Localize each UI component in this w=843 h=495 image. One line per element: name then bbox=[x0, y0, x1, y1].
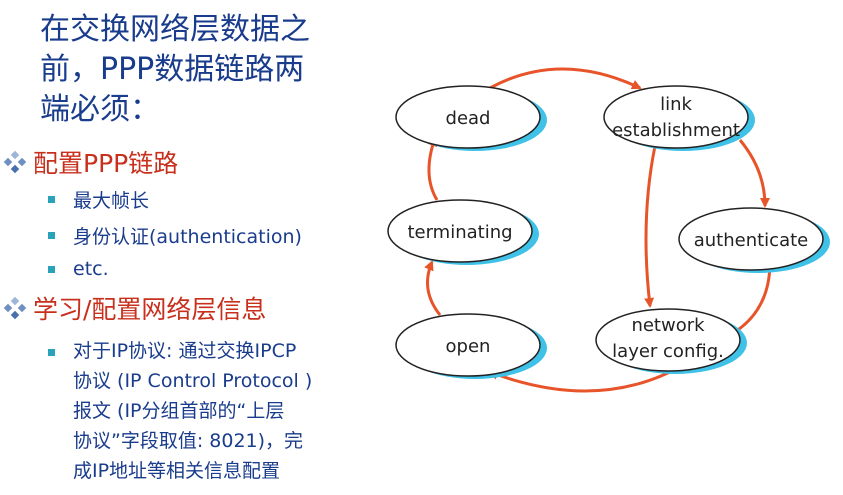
ipcp-line-5: 成IP地址等相关信息配置 bbox=[73, 460, 281, 482]
heading-line-3: 端必须： bbox=[40, 92, 160, 127]
state-ellipse bbox=[395, 85, 541, 149]
state-open: open bbox=[395, 313, 547, 379]
diamond-bullet-icon bbox=[3, 150, 27, 174]
state-open-label: open bbox=[446, 336, 491, 357]
state-terminating-label: terminating bbox=[407, 222, 512, 243]
state-ellipse bbox=[678, 207, 824, 271]
bullet-network-layer: 学习/配置网络层信息 bbox=[3, 290, 266, 326]
square-bullet-icon bbox=[48, 265, 55, 273]
state-link-label-1: link bbox=[660, 94, 692, 115]
arrow-link-to-authenticate bbox=[738, 139, 770, 208]
state-ellipse bbox=[387, 199, 533, 263]
sub-bullet-etc: etc. bbox=[48, 258, 109, 280]
sub-bullet-label: etc. bbox=[73, 258, 109, 280]
arrow-terminating-to-dead bbox=[427, 136, 439, 201]
square-bullet-icon bbox=[48, 196, 55, 203]
diamond-bullet-icon bbox=[3, 296, 27, 320]
state-terminating: terminating bbox=[387, 199, 539, 265]
ipcp-line-4: 协议”字段取值: 8021)，完 bbox=[73, 430, 304, 452]
sub-bullet-max-frame: 最大帧长 bbox=[48, 186, 149, 213]
bullet-label: 学习/配置网络层信息 bbox=[33, 295, 267, 324]
arrow-link-to-network bbox=[644, 145, 657, 308]
state-dead: dead bbox=[395, 85, 547, 151]
state-ellipse bbox=[595, 308, 741, 372]
state-link-label-2: establishment bbox=[612, 120, 740, 141]
state-ellipse bbox=[603, 85, 749, 149]
bullet-label: 配置PPP链路 bbox=[33, 149, 179, 178]
state-authenticate: authenticate bbox=[678, 207, 830, 273]
arrow-open-to-terminating bbox=[424, 260, 442, 316]
square-bullet-icon bbox=[48, 349, 55, 356]
state-ellipse bbox=[395, 313, 541, 377]
sub-bullet-authentication: 身份认证(authentication) bbox=[48, 222, 302, 249]
sub-bullet-label: 身份认证(authentication) bbox=[73, 226, 302, 248]
slide-heading: 在交换网络层数据之 前，PPP数据链路两 端必须： bbox=[40, 10, 370, 130]
sub-bullet-ipcp: 对于IP协议: 通过交换IPCP 协议 (IP Control Protocol… bbox=[48, 336, 378, 486]
state-dead-label: dead bbox=[446, 108, 491, 129]
state-network-label-2: layer config. bbox=[612, 341, 724, 362]
heading-line-1: 在交换网络层数据之 bbox=[40, 12, 310, 47]
state-network-label-1: network bbox=[631, 315, 705, 336]
sub-bullet-label: 最大帧长 bbox=[73, 190, 150, 212]
ipcp-line-1: 对于IP协议: 通过交换IPCP bbox=[73, 340, 297, 362]
arrow-network-to-open bbox=[488, 370, 671, 393]
state-authenticate-label: authenticate bbox=[694, 230, 809, 251]
ipcp-line-2: 协议 (IP Control Protocol ) bbox=[73, 370, 313, 392]
state-network-layer-config: network layer config. bbox=[595, 308, 747, 374]
ipcp-line-3: 报文 (IP分组首部的“上层 bbox=[73, 400, 285, 422]
state-link-establishment: link establishment bbox=[603, 85, 755, 151]
bullet-configure-link: 配置PPP链路 bbox=[3, 144, 178, 180]
heading-line-2: 前，PPP数据链路两 bbox=[40, 52, 305, 87]
square-bullet-icon bbox=[48, 232, 55, 239]
arrow-dead-to-link bbox=[489, 67, 642, 90]
